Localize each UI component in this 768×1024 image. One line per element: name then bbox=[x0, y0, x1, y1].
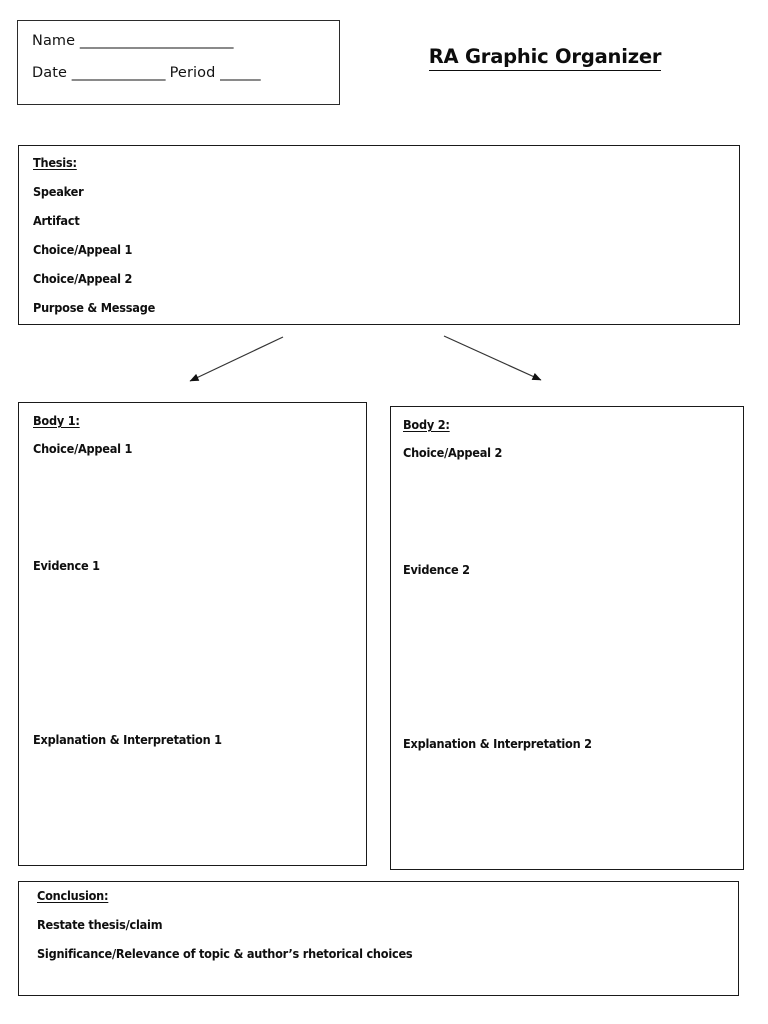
body-1-evidence: Evidence 1 bbox=[33, 559, 100, 573]
period-blank-line[interactable]: ______ bbox=[220, 65, 261, 81]
conclusion-restate-thesis: Restate thesis/claim bbox=[37, 918, 163, 932]
date-label: Date bbox=[32, 65, 68, 81]
thesis-line-speaker: Speaker bbox=[33, 185, 84, 199]
thesis-line-purpose-message: Purpose & Message bbox=[33, 301, 156, 315]
name-field-row: Name _______________________ bbox=[32, 33, 233, 49]
body-2-choice-appeal: Choice/Appeal 2 bbox=[403, 446, 503, 460]
name-blank-line[interactable]: _______________________ bbox=[79, 33, 234, 49]
arrow-to-body-2 bbox=[443, 335, 542, 381]
body-1-choice-appeal: Choice/Appeal 1 bbox=[33, 442, 133, 456]
body-1-explanation: Explanation & Interpretation 1 bbox=[33, 733, 222, 747]
body-1-box: Body 1: Choice/Appeal 1 Evidence 1 Expla… bbox=[18, 402, 367, 866]
body-2-evidence: Evidence 2 bbox=[403, 563, 470, 577]
thesis-line-choice-appeal-2: Choice/Appeal 2 bbox=[33, 272, 133, 286]
thesis-heading: Thesis: bbox=[33, 156, 77, 170]
conclusion-heading: Conclusion: bbox=[37, 889, 109, 903]
period-label: Period bbox=[169, 65, 216, 81]
name-label: Name bbox=[32, 33, 76, 49]
thesis-box: Thesis: Speaker Artifact Choice/Appeal 1… bbox=[18, 145, 740, 325]
date-blank-line[interactable]: ______________ bbox=[71, 65, 166, 81]
body-2-heading: Body 2: bbox=[403, 418, 450, 432]
date-period-field-row: Date ______________ Period ______ bbox=[32, 65, 261, 81]
arrow-to-body-1 bbox=[189, 336, 284, 382]
conclusion-significance: Significance/Relevance of topic & author… bbox=[37, 947, 413, 961]
arrow-layer bbox=[189, 335, 542, 382]
body-1-heading: Body 1: bbox=[33, 414, 80, 428]
name-date-box: Name _______________________ Date ______… bbox=[17, 20, 340, 105]
page-title: RA Graphic Organizer bbox=[400, 45, 690, 71]
page-title-text: RA Graphic Organizer bbox=[428, 45, 662, 71]
conclusion-box: Conclusion: Restate thesis/claim Signifi… bbox=[18, 881, 739, 996]
body-2-explanation: Explanation & Interpretation 2 bbox=[403, 737, 592, 751]
body-2-box: Body 2: Choice/Appeal 2 Evidence 2 Expla… bbox=[390, 406, 744, 870]
thesis-line-artifact: Artifact bbox=[33, 214, 80, 228]
thesis-line-choice-appeal-1: Choice/Appeal 1 bbox=[33, 243, 133, 257]
